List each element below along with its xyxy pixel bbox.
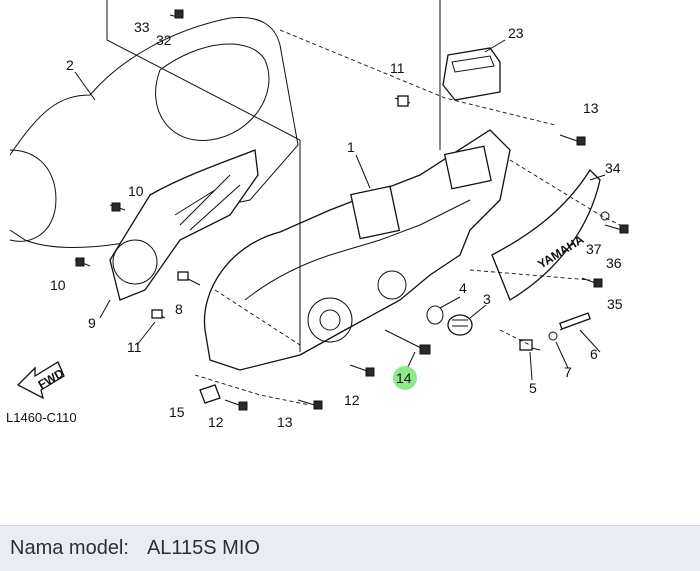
label-3[interactable]: 3 <box>483 291 491 307</box>
label-32[interactable]: 32 <box>156 32 172 48</box>
bolt-13a <box>576 136 586 146</box>
pin-6 <box>559 312 591 330</box>
label-5[interactable]: 5 <box>529 380 537 396</box>
gasket-part-2 <box>9 16 299 248</box>
label-4[interactable]: 4 <box>459 280 467 296</box>
side-cover-part-34: YAMAHA <box>491 168 601 301</box>
oil-cap-part-3 <box>447 314 473 336</box>
reference-lines <box>106 0 621 406</box>
bolt-10b <box>75 257 85 267</box>
bolt-12b <box>238 401 248 411</box>
bolt-12a <box>365 367 375 377</box>
label-37[interactable]: 37 <box>586 241 602 257</box>
exploded-view: YAMAHA <box>6 0 629 430</box>
highlight-marker <box>393 366 417 390</box>
parts-diagram: YAMAHA <box>6 0 629 430</box>
diagram-code: L1460-C110 <box>6 410 77 425</box>
label-23[interactable]: 23 <box>508 25 524 41</box>
label-10-top[interactable]: 10 <box>128 183 144 199</box>
clip-7 <box>548 331 558 341</box>
label-12-left[interactable]: 12 <box>208 414 224 430</box>
bolt-14 <box>419 344 431 355</box>
label-34[interactable]: 34 <box>605 160 621 176</box>
label-33[interactable]: 33 <box>134 19 150 35</box>
bolt-35 <box>593 278 603 288</box>
model-label: Nama model: <box>10 537 129 559</box>
o-ring-part-4 <box>426 305 444 325</box>
bolt-32 <box>174 9 184 19</box>
label-2[interactable]: 2 <box>66 57 74 73</box>
model-value: AL115S MIO <box>146 537 260 559</box>
label-12-right[interactable]: 12 <box>344 392 360 408</box>
bolt-5 <box>519 339 533 351</box>
dowel-11b <box>151 309 163 319</box>
label-1[interactable]: 1 <box>347 139 355 155</box>
label-7[interactable]: 7 <box>564 364 572 380</box>
bolts <box>74 9 629 411</box>
model-info-bar: Nama model: AL115S MIO <box>0 525 700 571</box>
fwd-arrow-icon: FWD <box>16 361 67 400</box>
bolt-13b <box>313 400 323 410</box>
label-36[interactable]: 36 <box>606 255 622 271</box>
bolt-10a <box>111 202 121 212</box>
part-labels: 33 32 2 23 11 13 1 34 10 37 36 10 4 3 35… <box>50 19 623 430</box>
bolt-36 <box>619 224 629 234</box>
label-15[interactable]: 15 <box>169 404 185 420</box>
label-9[interactable]: 9 <box>88 315 96 331</box>
bolt-11a <box>397 95 409 107</box>
dowel-8 <box>177 271 189 281</box>
air-duct-part-23 <box>442 47 501 101</box>
label-11-left[interactable]: 11 <box>127 339 142 355</box>
label-11-top[interactable]: 11 <box>390 60 405 76</box>
label-35[interactable]: 35 <box>607 296 623 312</box>
label-13-bottom[interactable]: 13 <box>277 414 293 430</box>
clamp-15 <box>199 384 221 404</box>
label-14[interactable]: 14 <box>396 370 412 386</box>
label-10-left[interactable]: 10 <box>50 277 66 293</box>
label-8[interactable]: 8 <box>175 301 183 317</box>
label-6[interactable]: 6 <box>590 346 598 362</box>
crankcase-cover-part-1 <box>203 129 511 371</box>
plate-part-9 <box>109 149 259 301</box>
label-13-top[interactable]: 13 <box>583 100 599 116</box>
